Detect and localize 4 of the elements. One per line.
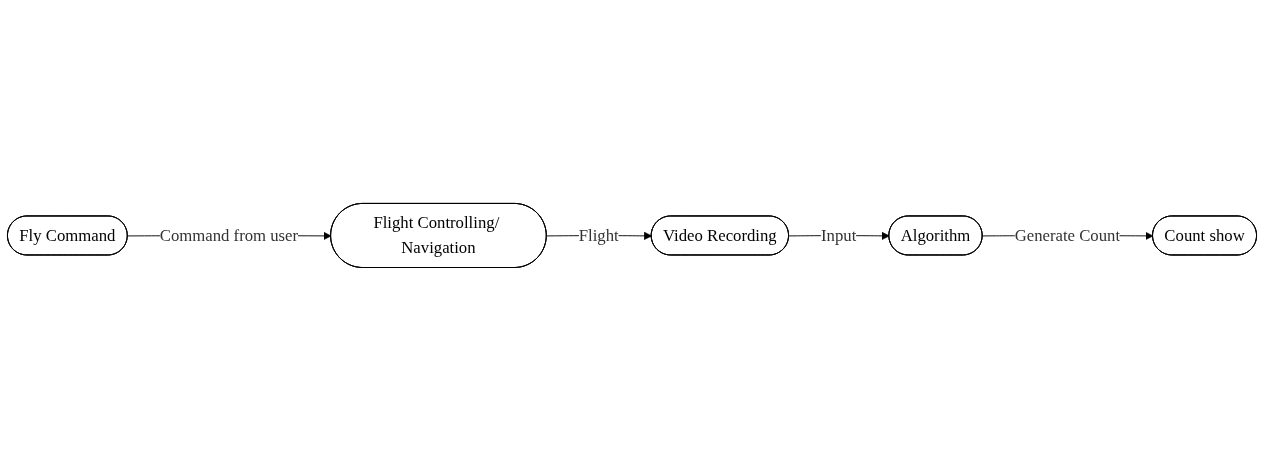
edge-label: Generate Count: [1014, 225, 1121, 245]
edge-label: Input: [821, 225, 857, 245]
edge-label: Command from user: [159, 225, 299, 245]
edge-label: Flight: [578, 225, 619, 245]
